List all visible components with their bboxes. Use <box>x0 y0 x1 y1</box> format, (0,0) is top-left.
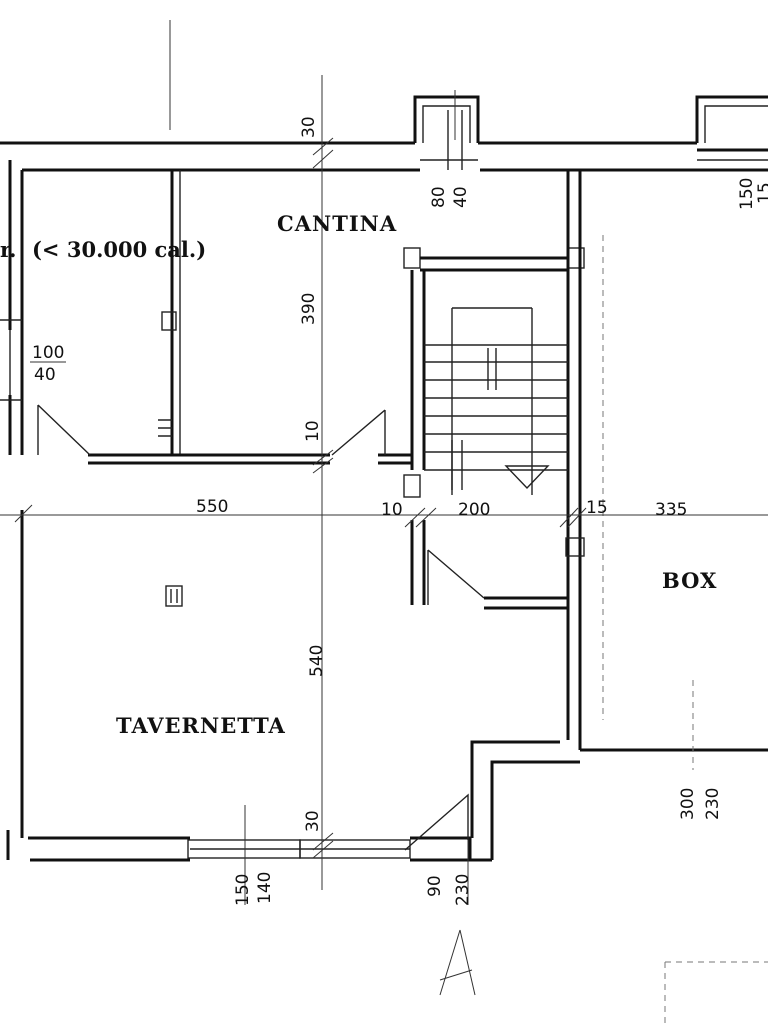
dim-bottom-window-l: 140 <box>255 872 275 904</box>
dim-tavernetta-height: 540 <box>307 645 327 677</box>
dim-wall-10-stair: 10 <box>381 500 403 520</box>
dim-window-top-h: 80 <box>429 186 449 208</box>
dim-bottom-wall: 30 <box>303 810 323 832</box>
dim-box-width: 335 <box>655 500 687 520</box>
dim-box-window-h: 150 <box>737 178 757 210</box>
dim-bottom-door-l: 230 <box>453 874 473 906</box>
outer-walls <box>0 141 768 862</box>
dim-stair-width: 200 <box>458 500 490 520</box>
dim-cantina-height: 390 <box>299 293 319 325</box>
dim-box-door-h: 300 <box>678 788 698 820</box>
cantina-label: CANTINA <box>277 211 397 236</box>
dim-window-left-l: 40 <box>34 365 56 385</box>
dimension-lines <box>0 20 768 996</box>
dim-top-wall: 30 <box>299 116 319 138</box>
dim-box-door-l: 230 <box>703 788 723 820</box>
capacity-note: (< 30.000 cal.) <box>32 237 206 262</box>
tavernetta-label: TAVERNETTA <box>116 713 286 738</box>
dim-bottom-door-h: 90 <box>425 875 445 897</box>
dim-bottom-window-h: 150 <box>233 874 253 906</box>
bottom-openings <box>0 319 469 859</box>
dim-tavernetta-width: 550 <box>196 497 228 517</box>
cantina-walls <box>37 170 412 465</box>
column-marker <box>165 585 183 607</box>
box-boundary <box>602 235 768 1024</box>
dim-wall-15: 15 <box>586 498 608 518</box>
dim-window-left-h: 100 <box>32 343 64 363</box>
top-window-frame <box>413 95 768 170</box>
box-label: BOX <box>662 568 717 593</box>
stair-core <box>403 170 768 752</box>
dim-wall-10-left: 10 <box>303 420 323 442</box>
north-arrow-label: A <box>438 988 439 991</box>
edge-note: r. <box>0 237 16 262</box>
dim-window-top-l: 40 <box>451 186 471 208</box>
dim-box-window-l: 15 <box>755 182 768 204</box>
